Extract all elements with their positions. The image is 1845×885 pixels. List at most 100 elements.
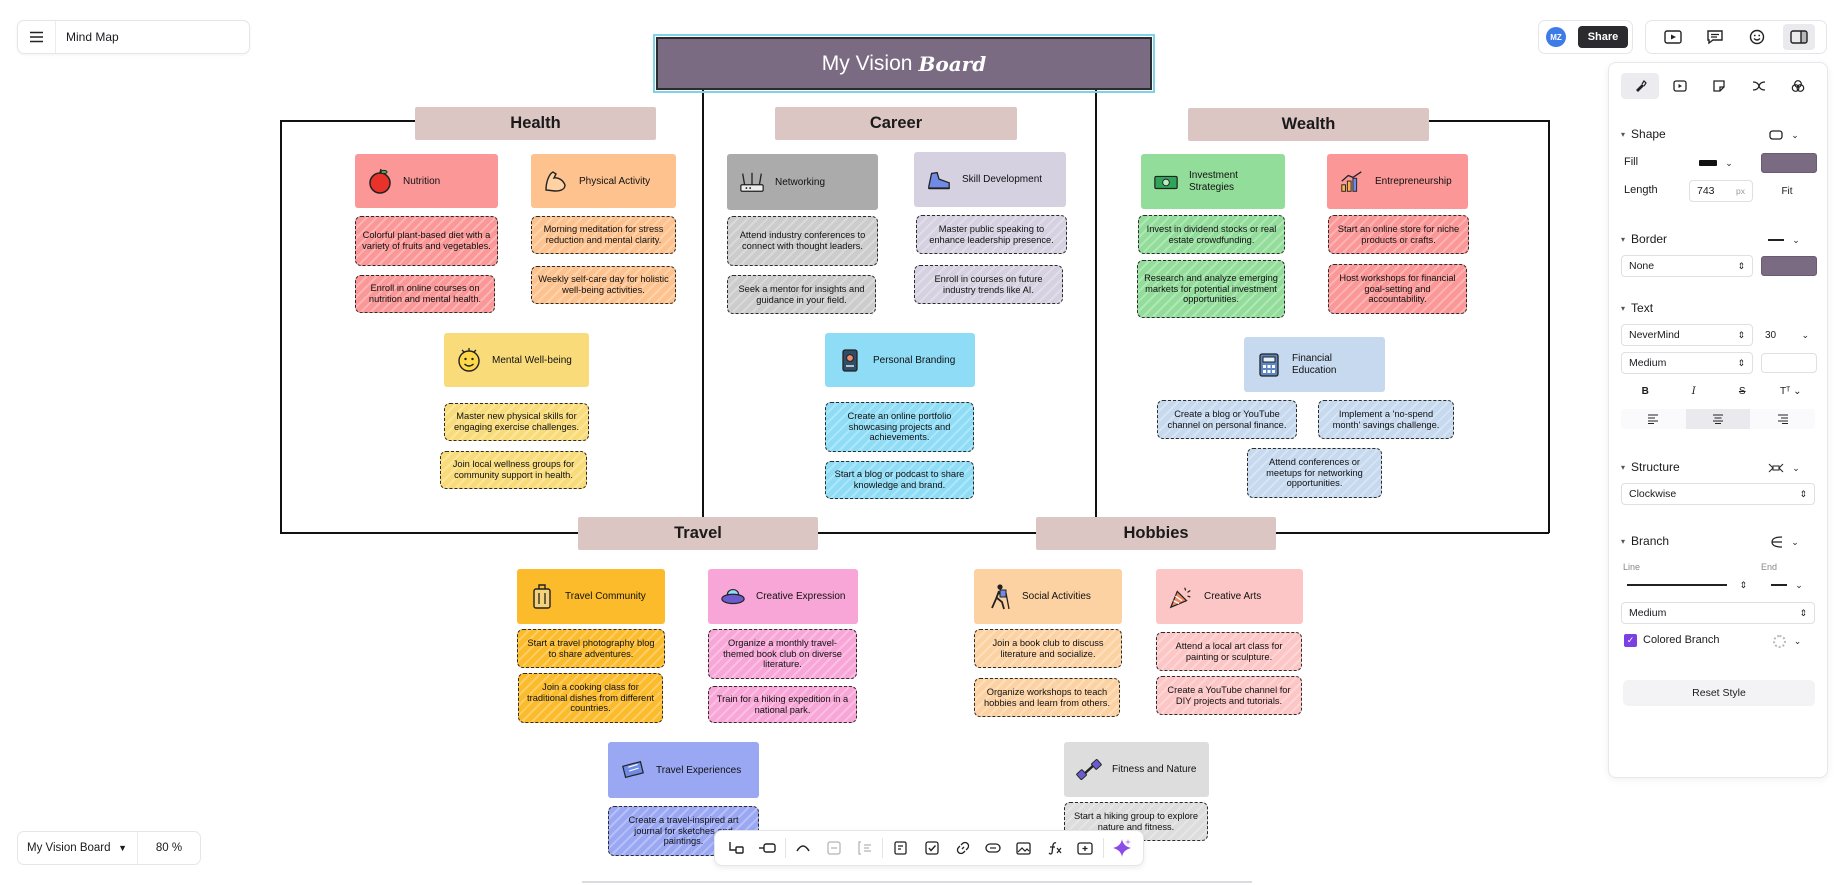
leaf-item[interactable]: Join local wellness groups for community… — [440, 451, 587, 489]
panel-toggle-button[interactable] — [1783, 24, 1815, 50]
font-size-select[interactable]: 30⌄ — [1759, 324, 1815, 346]
node-entrepreneurship[interactable]: Entrepreneurship — [1327, 154, 1468, 209]
zoom-level[interactable]: 80 % — [155, 842, 183, 854]
category-health[interactable]: Health — [415, 107, 656, 140]
insert-button[interactable] — [1072, 836, 1098, 860]
node-creative-arts[interactable]: Creative Arts — [1156, 569, 1303, 624]
branch-weight-select[interactable]: Medium⇕ — [1621, 602, 1815, 624]
leaf-item[interactable]: Attend a local art class for painting or… — [1156, 632, 1302, 671]
bold-button[interactable]: B — [1641, 385, 1649, 397]
leaf-item[interactable]: Research and analyze emerging markets fo… — [1137, 260, 1285, 318]
italic-button[interactable]: I — [1691, 385, 1696, 397]
label-button[interactable] — [980, 836, 1006, 860]
leaf-item[interactable]: Join a book club to discuss literature a… — [974, 629, 1122, 668]
fit-button[interactable]: Fit — [1759, 180, 1815, 202]
reset-style-button[interactable]: Reset Style — [1623, 680, 1815, 706]
boundary-button[interactable] — [852, 836, 878, 860]
leaf-item[interactable]: Attend industry conferences to connect w… — [727, 216, 878, 266]
node-personal-branding[interactable]: Personal Branding — [825, 333, 975, 387]
leaf-item[interactable]: Enroll in online courses on nutrition an… — [355, 275, 495, 313]
leaf-item[interactable]: Host workshops for financial goal-settin… — [1328, 264, 1467, 314]
leaf-item[interactable]: Attend conferences or meetups for networ… — [1247, 448, 1382, 498]
align-left-button[interactable] — [1621, 409, 1686, 429]
leaf-item[interactable]: Colorful plant-based diet with a variety… — [355, 216, 498, 266]
formula-button[interactable] — [1042, 836, 1068, 860]
leaf-item[interactable]: Enroll in courses on future industry tre… — [914, 265, 1063, 304]
section-text[interactable]: ▾Text — [1621, 301, 1653, 315]
node-travel-experiences[interactable]: Travel Experiences — [608, 742, 759, 798]
shape-selector[interactable]: ⌄ — [1759, 124, 1809, 146]
avatar[interactable]: MZ — [1546, 27, 1566, 47]
relationship-button[interactable] — [790, 836, 816, 860]
node-travel-community[interactable]: Travel Community — [517, 569, 665, 624]
node-financial-education[interactable]: Financial Education — [1244, 337, 1385, 392]
leaf-item[interactable]: Create a blog or YouTube channel on pers… — [1157, 400, 1297, 439]
leaf-item[interactable]: Implement a 'no-spend month' savings cha… — [1318, 400, 1454, 439]
share-button[interactable]: Share — [1578, 26, 1628, 48]
category-career[interactable]: Career — [775, 107, 1017, 140]
leaf-item[interactable]: Create a YouTube channel for DIY project… — [1156, 676, 1302, 715]
leaf-item[interactable]: Start a blog or podcast to share knowled… — [825, 461, 974, 499]
tab-sticker[interactable] — [1700, 73, 1738, 99]
leaf-item[interactable]: Train for a hiking expedition in a natio… — [708, 686, 857, 723]
category-hobbies[interactable]: Hobbies — [1036, 517, 1276, 550]
image-button[interactable] — [1011, 836, 1037, 860]
leaf-item[interactable]: Join a cooking class for traditional dis… — [518, 673, 663, 723]
summary-button[interactable] — [821, 836, 847, 860]
leaf-item[interactable]: Invest in dividend stocks or real estate… — [1138, 215, 1285, 254]
task-button[interactable] — [919, 836, 945, 860]
tab-media[interactable] — [1661, 73, 1699, 99]
line-style-select[interactable]: ⇕ — [1621, 574, 1753, 596]
font-family-select[interactable]: NeverMind⇕ — [1621, 324, 1753, 346]
leaf-item[interactable]: Organize a monthly travel-themed book cl… — [708, 629, 857, 679]
category-travel[interactable]: Travel — [578, 517, 818, 550]
leaf-item[interactable]: Seek a mentor for insights and guidance … — [727, 275, 876, 314]
leaf-item[interactable]: Create an online portfolio showcasing pr… — [825, 402, 974, 452]
text-case-button[interactable]: Tᵀ ⌄ — [1779, 385, 1802, 397]
node-creative-expression[interactable]: Creative Expression — [708, 569, 858, 624]
node-fitness-nature[interactable]: Fitness and Nature — [1064, 742, 1209, 797]
node-skill-development[interactable]: Skill Development — [914, 152, 1066, 207]
align-right-button[interactable] — [1750, 409, 1815, 429]
border-style-selector[interactable]: ⌄ — [1759, 229, 1809, 251]
colored-branch-checkbox[interactable]: ✓ — [1624, 634, 1637, 647]
structure-direction-select[interactable]: Clockwise⇕ — [1621, 483, 1815, 505]
section-shape[interactable]: ▾Shape — [1621, 127, 1666, 141]
leaf-item[interactable]: Morning meditation for stress reduction … — [531, 216, 676, 254]
menu-button[interactable] — [18, 21, 56, 53]
board-selector[interactable]: My Vision Board ▼ — [18, 832, 138, 864]
ai-assist-button[interactable] — [1109, 836, 1135, 860]
tab-style[interactable] — [1621, 73, 1659, 99]
leaf-item[interactable]: Start an online store for niche products… — [1328, 215, 1469, 254]
tab-theme[interactable] — [1779, 73, 1817, 99]
emoji-button[interactable] — [1741, 24, 1773, 50]
structure-selector[interactable]: ⌄ — [1759, 457, 1809, 479]
note-button[interactable] — [888, 836, 914, 860]
leaf-item[interactable]: Master public speaking to enhance leader… — [916, 215, 1067, 254]
strikethrough-button[interactable]: S — [1738, 385, 1746, 397]
fill-pattern-selector[interactable]: ⌄ — [1689, 152, 1743, 174]
branch-color-select[interactable]: ⌄ — [1759, 630, 1815, 652]
node-social-activities[interactable]: Social Activities — [974, 569, 1122, 624]
comments-button[interactable] — [1699, 24, 1731, 50]
node-nutrition[interactable]: Nutrition — [355, 154, 498, 208]
leaf-item[interactable]: Weekly self-care day for holistic well-b… — [531, 266, 676, 304]
horizontal-scrollbar[interactable] — [582, 881, 1252, 883]
branch-shape-selector[interactable]: ⌄ — [1759, 531, 1809, 553]
node-investment-strategies[interactable]: Investment Strategies — [1141, 154, 1285, 209]
document-title[interactable]: Mind Map — [66, 30, 119, 44]
fill-color-swatch[interactable] — [1761, 153, 1817, 173]
leaf-item[interactable]: Start a travel photography blog to share… — [517, 629, 665, 668]
section-structure[interactable]: ▾Structure — [1621, 460, 1680, 474]
align-center-button[interactable] — [1685, 409, 1751, 429]
section-border[interactable]: ▾Border — [1621, 232, 1667, 246]
node-physical-activity[interactable]: Physical Activity — [531, 154, 676, 208]
link-button[interactable] — [950, 836, 976, 860]
border-width-select[interactable]: None⇕ — [1621, 255, 1753, 277]
leaf-item[interactable]: Master new physical skills for engaging … — [444, 403, 589, 441]
add-child-button[interactable] — [723, 836, 749, 860]
leaf-item[interactable]: Organize workshops to teach hobbies and … — [974, 678, 1120, 717]
map-title[interactable]: My Vision Board — [653, 34, 1155, 93]
tab-structure[interactable] — [1740, 73, 1778, 99]
